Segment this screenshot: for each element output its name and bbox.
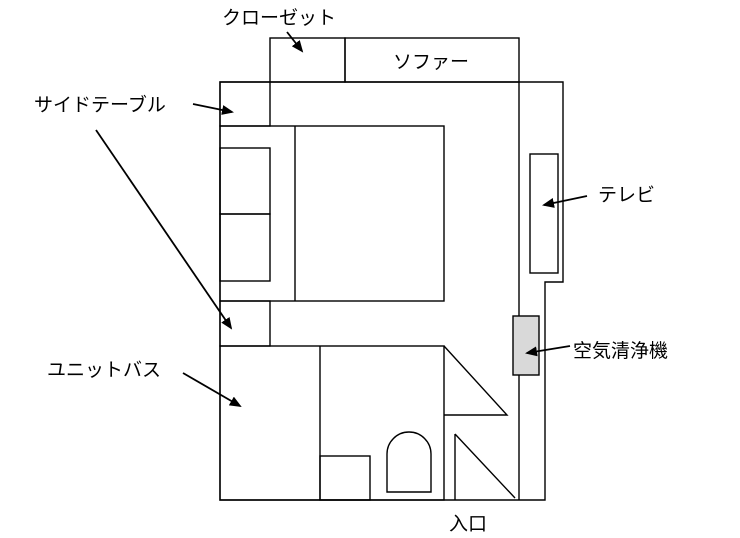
sofa	[344, 37, 520, 83]
label-unit-bath: ユニットバス	[47, 359, 161, 381]
unit-bath	[219, 345, 445, 501]
toilet	[386, 431, 432, 493]
room-outline	[219, 81, 564, 501]
arrow-icon	[286, 31, 304, 53]
closet	[269, 37, 346, 83]
arrow-icon	[182, 372, 242, 408]
pillow-bottom	[219, 213, 271, 282]
air-purifier	[512, 315, 540, 376]
entrance-door-swing	[454, 433, 516, 500]
arrow-icon	[542, 195, 588, 208]
label-sofa: ソファー	[393, 51, 469, 73]
pillow-top	[219, 147, 271, 215]
tv	[529, 153, 559, 274]
label-closet: クローゼット	[222, 7, 336, 29]
arrow-icon	[192, 103, 234, 115]
label-side-table: サイドテーブル	[34, 93, 166, 116]
label-entrance: 入口	[449, 513, 487, 535]
arrow-icon	[525, 345, 571, 357]
bath-door-swing	[443, 345, 509, 416]
label-tv: テレビ	[598, 184, 655, 206]
side-table-top	[219, 81, 271, 127]
sink	[319, 455, 371, 501]
arrow-icon	[95, 129, 233, 330]
label-air-purifier: 空気清浄機	[573, 340, 668, 362]
